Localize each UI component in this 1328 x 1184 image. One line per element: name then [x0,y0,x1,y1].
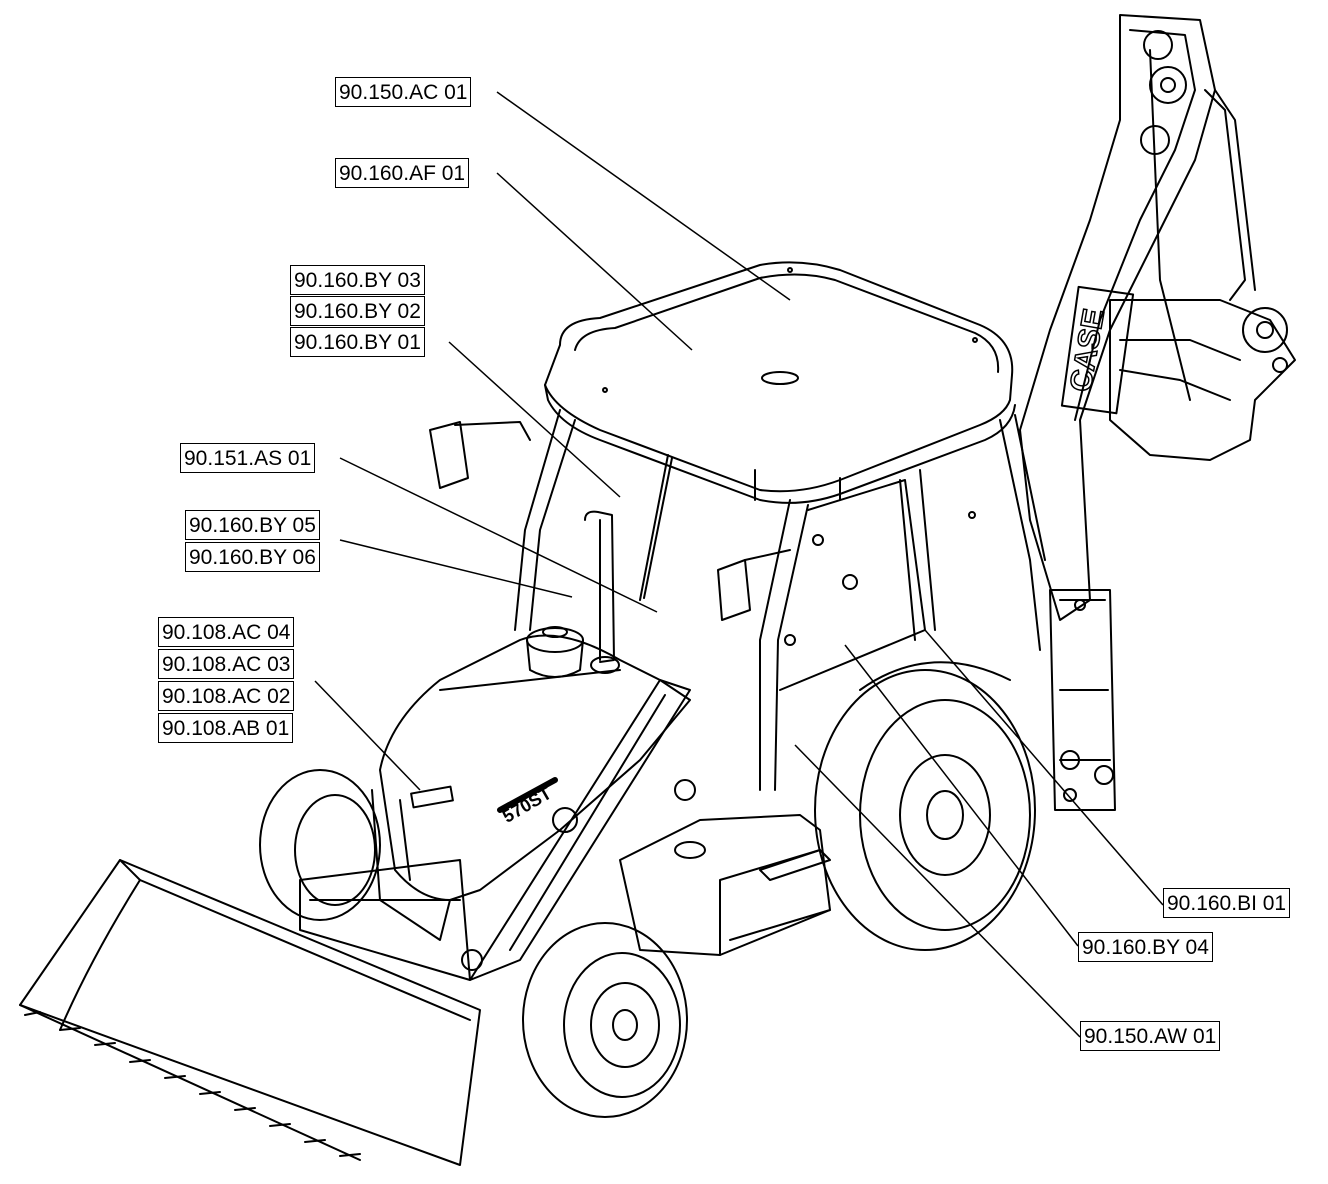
callout-c1[interactable]: 90.150.AC 01 [335,77,472,107]
callout-c12[interactable]: 90.108.AB 01 [158,713,294,743]
backhoe-bucket [1109,299,1296,461]
callout-c9[interactable]: 90.108.AC 04 [158,617,295,647]
leader-c1 [496,91,791,301]
loader-bucket [19,859,481,1166]
leader-c14 [844,644,1079,947]
callout-c8[interactable]: 90.160.BY 06 [185,542,320,572]
engine-hood [371,634,691,941]
model-badge-text: 570ST [499,783,555,827]
leader-c7 [339,539,573,598]
callout-c15[interactable]: 90.150.AW 01 [1080,1021,1221,1051]
callout-c5[interactable]: 90.160.BY 01 [290,327,425,357]
front-tire-left [259,769,381,921]
leader-lines [314,91,1164,1038]
leader-c2 [496,172,693,351]
leader-c15 [794,744,1081,1038]
leader-c11 [314,680,421,791]
callout-c11[interactable]: 90.108.AC 02 [158,681,295,711]
callout-c13[interactable]: 90.160.BI 01 [1163,888,1291,918]
air-cleaner [526,626,584,678]
case-brand-text: CASE [1064,306,1111,394]
callout-c10[interactable]: 90.108.AC 03 [158,649,295,679]
loader-arm [299,679,696,981]
callout-c4[interactable]: 90.160.BY 02 [290,296,425,326]
cab-frame [514,409,1046,791]
leader-c13 [924,629,1164,906]
side-step [619,814,831,956]
leader-c5 [448,341,621,498]
mirror-left [429,421,531,489]
callout-c3[interactable]: 90.160.BY 03 [290,265,425,295]
callout-c14[interactable]: 90.160.BY 04 [1078,932,1213,962]
rear-tire [814,661,1036,951]
leader-c6 [339,457,658,613]
stabilizer-leg [1049,589,1116,811]
front-tire-right [522,922,688,1118]
callout-c2[interactable]: 90.160.AF 01 [335,158,470,188]
cab-roof [544,261,1016,504]
backhoe-arm [1019,14,1256,621]
callout-c7[interactable]: 90.160.BY 05 [185,510,320,540]
callout-c6[interactable]: 90.151.AS 01 [180,443,316,473]
exhaust-stack [584,510,620,674]
mirror-right [717,549,791,621]
